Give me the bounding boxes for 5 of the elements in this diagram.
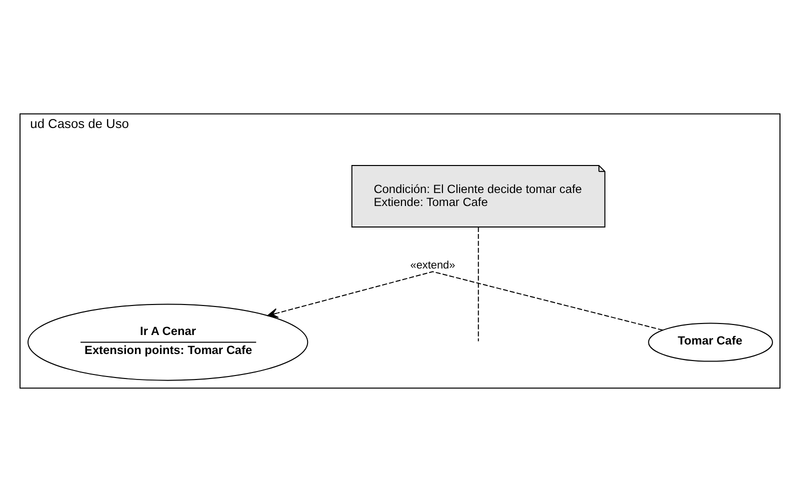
arrow	[267, 271, 664, 331]
edge-label: «extend»	[410, 259, 456, 272]
connector	[478, 226, 479, 342]
node-ellipse: Ir A Cenar Extension points: Tomar Cafe	[28, 304, 308, 381]
node-ellipse: Tomar Cafe	[648, 322, 773, 362]
